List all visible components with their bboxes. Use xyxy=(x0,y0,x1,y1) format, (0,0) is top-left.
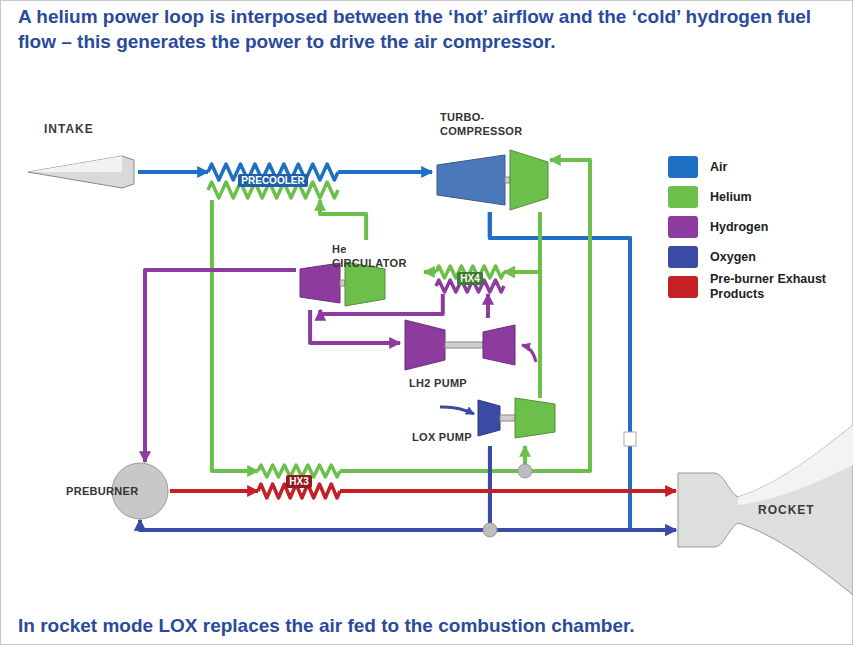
intake-cone xyxy=(28,156,134,188)
legend-row: Helium xyxy=(668,186,850,208)
legend-text: Pre-burner Exhaust Products xyxy=(710,272,845,302)
turbo-compressor-shape xyxy=(432,108,550,212)
he-flow-line xyxy=(424,270,436,274)
precooler: PRECOOLER xyxy=(208,160,338,200)
he-circulator: He CIRCULATOR xyxy=(296,240,424,310)
he-flow-line xyxy=(212,200,258,471)
compressor-symbol xyxy=(437,155,505,205)
title: A helium power loop is interposed betwee… xyxy=(18,4,848,54)
rocket-nozzle: ROCKET xyxy=(676,425,853,595)
air-flow-line xyxy=(138,170,208,174)
junction-dot xyxy=(483,523,497,537)
lh2-pump: LH2 PUMP xyxy=(400,318,522,396)
legend-row: Hydrogen xyxy=(668,216,850,238)
preburner: PREBURNER xyxy=(64,462,170,520)
ex-flow-line xyxy=(170,489,258,493)
legend-swatch xyxy=(668,276,698,298)
h2-flow-line xyxy=(145,270,296,462)
component-label: HX4 xyxy=(457,272,482,285)
legend-text: Helium xyxy=(710,190,752,205)
ex-flow-line xyxy=(340,489,676,493)
caption: In rocket mode LOX replaces the air fed … xyxy=(18,613,848,638)
oxygen-inlet xyxy=(440,407,474,414)
he-circulator-shape xyxy=(296,240,424,310)
component-label: TURBO- COMPRESSOR xyxy=(440,110,520,138)
o2-flow-line xyxy=(140,446,490,530)
legend-text: Air xyxy=(710,160,727,175)
shaft xyxy=(500,415,515,421)
hx3-exchanger: HX3 xyxy=(258,462,340,504)
shaft xyxy=(340,280,345,286)
component-label: LH2 PUMP xyxy=(409,376,467,390)
component-label: ROCKET xyxy=(758,503,815,517)
intake-cone: INTAKE xyxy=(26,120,138,198)
shaft xyxy=(505,177,510,183)
h2-flow-line xyxy=(486,294,490,318)
shaft xyxy=(445,342,483,348)
legend-row: Pre-burner Exhaust Products xyxy=(668,276,850,298)
turbine-symbol xyxy=(515,398,555,438)
component-label: HX3 xyxy=(286,475,311,488)
nozzle-highlight xyxy=(738,425,853,505)
legend-text: Oxygen xyxy=(710,250,756,265)
rocket-nozzle xyxy=(678,425,853,595)
component-label: LOX PUMP xyxy=(412,430,472,444)
component-label: He CIRCULATOR xyxy=(332,242,422,270)
he-flow-line xyxy=(320,200,366,240)
turbo-compressor: TURBO- COMPRESSOR xyxy=(432,108,550,212)
component-label: INTAKE xyxy=(44,122,94,136)
legend-text: Hydrogen xyxy=(710,220,768,235)
air-flow-line xyxy=(338,170,432,174)
valve-symbol xyxy=(624,432,636,446)
pump-symbol xyxy=(483,325,515,365)
caption-area: In rocket mode LOX replaces the air fed … xyxy=(18,613,848,638)
he-flow-line xyxy=(504,212,540,272)
legend-swatch xyxy=(668,246,698,268)
o2-flow-line xyxy=(490,446,676,530)
legend-swatch xyxy=(668,156,698,178)
air-flow-line xyxy=(490,212,676,530)
cone-highlight xyxy=(28,156,122,172)
title-area: A helium power loop is interposed betwee… xyxy=(18,4,848,54)
legend-row: Air xyxy=(668,156,850,178)
junction-dot xyxy=(518,464,532,478)
legend-swatch xyxy=(668,186,698,208)
component-label: PREBURNER xyxy=(66,484,138,498)
turbine-symbol xyxy=(405,320,445,370)
hydrogen-inlet xyxy=(522,345,536,362)
he-flow-line xyxy=(340,446,525,471)
lox-pump: LOX PUMP xyxy=(410,398,560,446)
turbine-symbol xyxy=(510,150,548,210)
legend-row: Oxygen xyxy=(668,246,850,268)
hx4-exchanger: HX4 xyxy=(436,264,504,294)
legend: AirHeliumHydrogenOxygenPre-burner Exhaus… xyxy=(668,156,850,306)
h2-flow-line xyxy=(310,310,400,343)
component-label: PRECOOLER xyxy=(238,174,307,187)
pump-symbol xyxy=(478,400,500,436)
legend-swatch xyxy=(668,216,698,238)
